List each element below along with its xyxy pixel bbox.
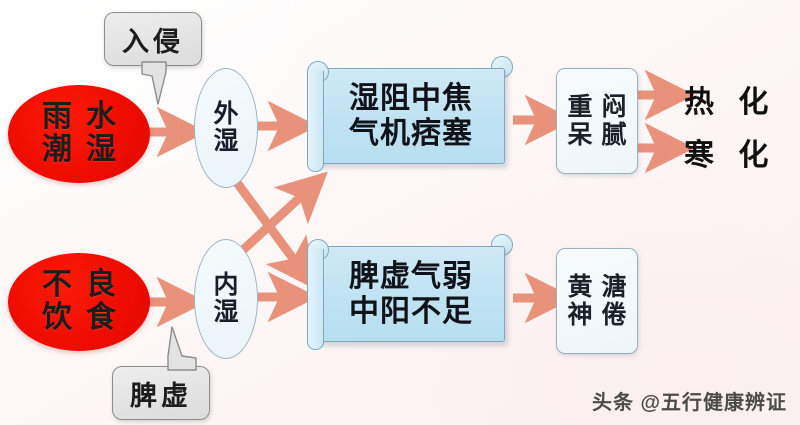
callout-spleen-tail	[167, 326, 197, 371]
scroll2-left-roll	[307, 249, 324, 350]
cause-char: 不	[42, 268, 72, 302]
arrow-internal-to-syndrome1-cross	[239, 171, 328, 254]
syndrome-node-damp-blocking-middle[interactable]: 湿阻中焦 气机痞塞	[303, 56, 513, 180]
cause-bad-diet-text: 不 良 饮 食	[42, 270, 116, 333]
callout-spleen-bubble: 脾虚	[112, 366, 210, 420]
manifest2-char: 倦	[601, 301, 627, 329]
syndrome1-line1: 湿阻中焦	[349, 81, 473, 115]
manifestation-node-heavy-stifling[interactable]: 重 闷 呆 腻	[556, 68, 638, 174]
manifest1-char: 腻	[601, 121, 627, 149]
watermark: 头条 @五行健康辨证	[592, 392, 788, 414]
syndrome-node-spleen-qi-weak[interactable]: 脾虚气弱 中阳不足	[303, 234, 513, 358]
cause-node-bad-diet[interactable]: 不 良 饮 食	[8, 253, 150, 351]
cause-char: 饮	[42, 301, 72, 334]
manifest2-text: 黄 溏 神 倦	[567, 275, 626, 328]
manifest2-char: 黄	[567, 273, 593, 301]
external-damp-char-2: 湿	[213, 128, 239, 155]
internal-damp-char-1: 内	[213, 272, 239, 299]
node-external-damp[interactable]: 外 湿	[194, 68, 258, 188]
scroll1-left-roll	[307, 71, 324, 172]
cause-char: 食	[86, 301, 116, 334]
manifest1-char: 闷	[601, 93, 627, 121]
callout-invasion-tail	[141, 61, 167, 105]
callout-invasion[interactable]: 入侵	[104, 12, 202, 105]
outcome-heat-transform: 热 化	[684, 86, 777, 119]
manifest1-char: 呆	[567, 121, 593, 149]
internal-damp-char-2: 湿	[213, 299, 239, 326]
callout-invasion-label: 入侵	[122, 26, 184, 57]
cause-char: 良	[86, 268, 116, 302]
scroll2-body: 脾虚气弱 中阳不足	[317, 246, 505, 342]
scroll1-body: 湿阻中焦 气机痞塞	[317, 68, 505, 164]
manifest1-text: 重 闷 呆 腻	[567, 95, 626, 148]
node-internal-damp[interactable]: 内 湿	[194, 239, 258, 359]
syndrome2-line1: 脾虚气弱	[349, 259, 473, 293]
callout-spleen-deficiency[interactable]: 脾虚	[112, 326, 210, 420]
callout-spleen-label: 脾虚	[130, 380, 192, 411]
syndrome1-line2: 气机痞塞	[349, 117, 473, 150]
cause-node-rain-damp[interactable]: 雨 水 潮 湿	[8, 85, 150, 183]
cause-char: 湿	[86, 133, 116, 166]
syndrome2-line2: 中阳不足	[349, 295, 473, 328]
cause-char: 水	[86, 100, 116, 134]
cause-char: 雨	[42, 100, 72, 134]
manifest2-char: 神	[567, 301, 593, 329]
callout-invasion-bubble: 入侵	[104, 12, 202, 66]
external-damp-char-1: 外	[213, 101, 239, 128]
cause-rain-damp-text: 雨 水 潮 湿	[42, 102, 116, 165]
manifest2-char: 溏	[601, 273, 627, 301]
manifestation-node-yellow-loose-stool[interactable]: 黄 溏 神 倦	[556, 248, 638, 354]
outcome-cold-transform: 寒 化	[684, 139, 777, 172]
cause-char: 潮	[42, 133, 72, 166]
manifest1-char: 重	[567, 93, 593, 121]
